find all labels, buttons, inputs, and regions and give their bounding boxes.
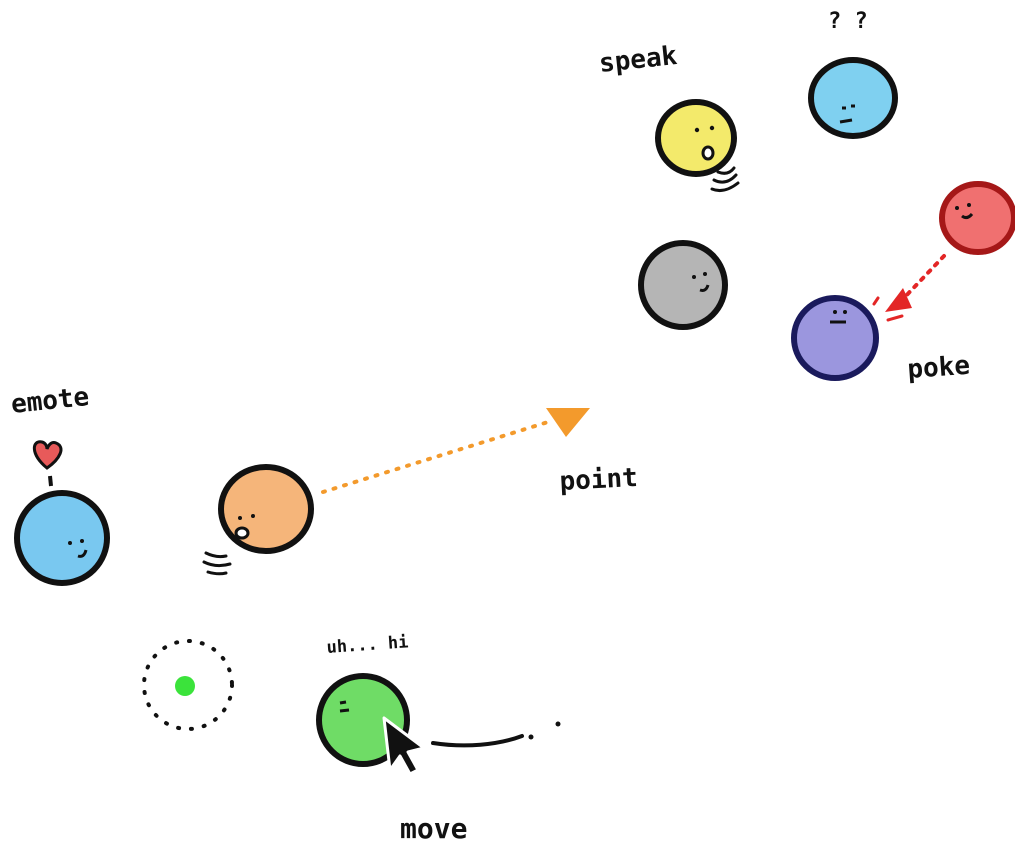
- confused-body: [808, 57, 898, 139]
- speak-lines-icon: [710, 166, 740, 192]
- emoter-body: [14, 490, 110, 586]
- label-poke: poke: [906, 351, 971, 385]
- question-marks: ? ?: [828, 9, 868, 34]
- speaker-body: [655, 99, 737, 177]
- character-poked[interactable]: [791, 295, 879, 381]
- confused-mouth: [839, 118, 853, 124]
- emote-stem: [48, 475, 53, 487]
- character-poker[interactable]: [939, 181, 1015, 255]
- heart-icon: [32, 440, 63, 470]
- pointer-eye-right: [251, 514, 255, 518]
- character-pointer[interactable]: [202, 464, 314, 576]
- poker-body: [939, 181, 1015, 255]
- mover-body: [316, 673, 410, 767]
- idle-body: [638, 240, 728, 330]
- cursor-icon[interactable]: [382, 716, 426, 776]
- mover-eye-left: [339, 700, 347, 705]
- character-emoter[interactable]: [14, 490, 110, 586]
- move-trail-line: [431, 734, 524, 748]
- emoter-mouth: [77, 549, 88, 558]
- speaker-eye-left: [694, 127, 700, 133]
- poked-eye-left: [833, 310, 837, 314]
- poke-impact-marks: [872, 296, 904, 322]
- label-move: move: [400, 812, 467, 845]
- label-emote: emote: [10, 382, 91, 420]
- character-speaker[interactable]: [655, 99, 740, 192]
- label-point: point: [559, 463, 639, 497]
- mover-eye-right: [339, 708, 350, 713]
- emoter-eye-right: [80, 539, 84, 543]
- greeting-text: uh... hi: [326, 632, 409, 658]
- poker-eye-left: [955, 206, 959, 210]
- pointer-body: [218, 464, 314, 554]
- point-arrow-line: [321, 420, 550, 494]
- pointer-mouth: [234, 526, 250, 540]
- speaker-eye-right: [709, 125, 715, 131]
- poked-eye-right: [843, 310, 847, 314]
- move-trail-dot-2: [555, 721, 561, 727]
- character-idle[interactable]: [638, 240, 728, 330]
- move-target-dot: [175, 676, 195, 696]
- idle-eye-right: [703, 272, 707, 276]
- pointer-motion-lines-icon: [202, 551, 232, 576]
- label-speak: speak: [598, 41, 679, 79]
- poked-body: [791, 295, 879, 381]
- poke-arrow-head-icon: [885, 288, 912, 312]
- idle-mouth: [699, 284, 710, 292]
- poker-eye-right: [967, 203, 971, 207]
- speaker-mouth: [701, 145, 715, 161]
- character-mover[interactable]: [316, 673, 410, 767]
- poke-arrow-line: [900, 254, 946, 302]
- move-target-ring: [142, 639, 234, 731]
- emoter-eye-left: [68, 541, 72, 545]
- pointer-eye-left: [238, 516, 242, 520]
- point-arrow-head-icon: [546, 408, 590, 437]
- move-trail-dot-1: [528, 734, 534, 740]
- poker-mouth: [961, 212, 974, 220]
- idle-eye-left: [692, 275, 696, 279]
- character-confused[interactable]: [808, 57, 898, 139]
- move-target[interactable]: [142, 639, 234, 731]
